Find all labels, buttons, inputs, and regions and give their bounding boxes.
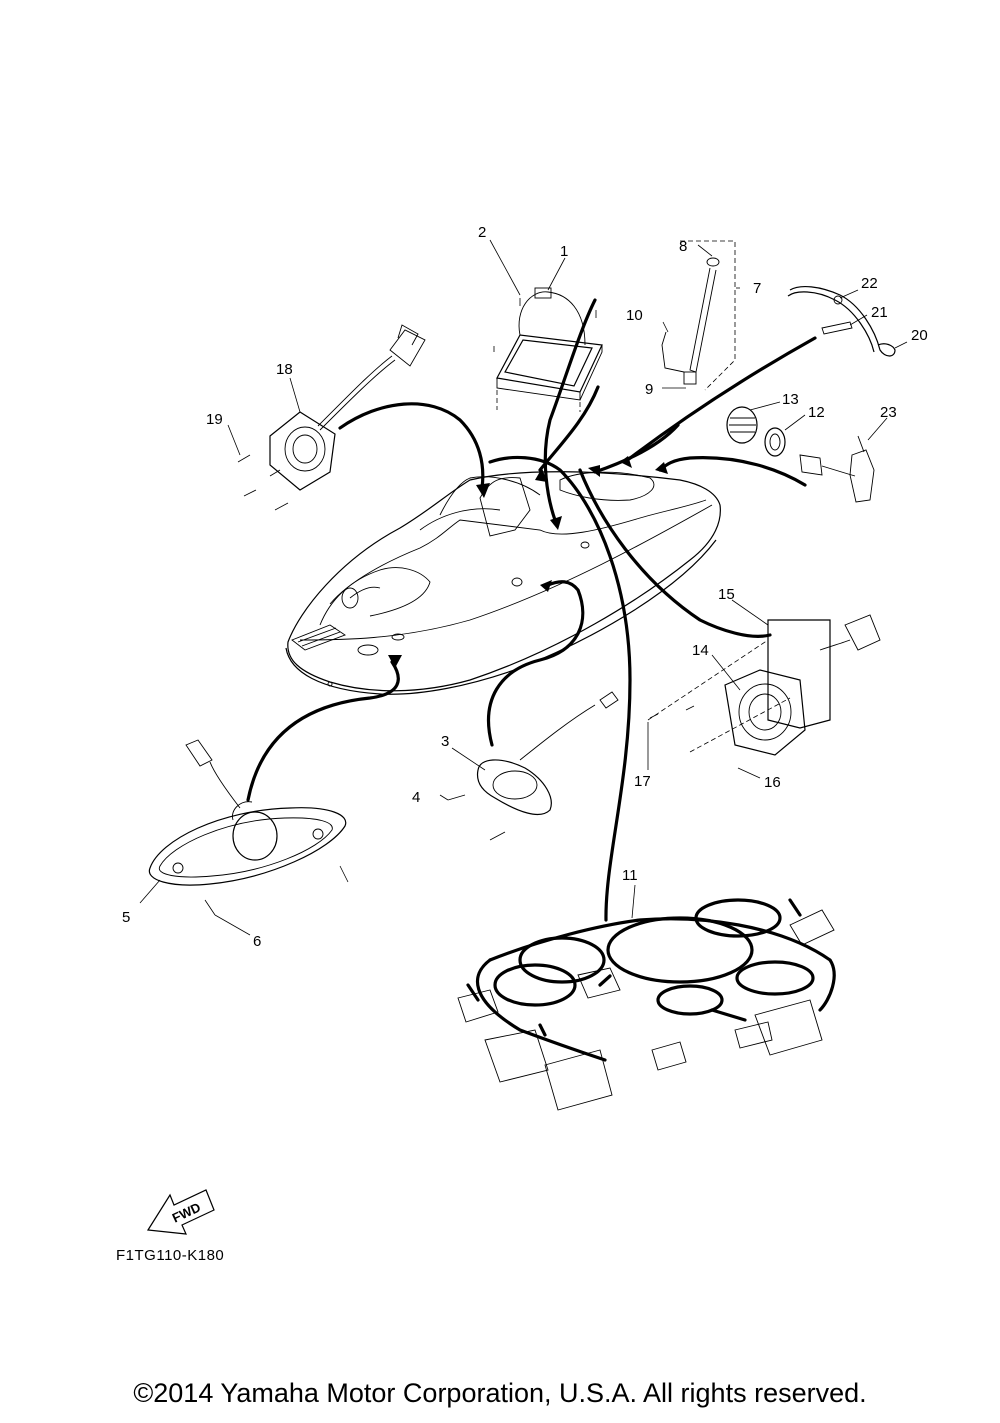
callout-14: 14 (692, 642, 709, 659)
callout-1: 1 (560, 243, 568, 260)
grommets (726, 406, 786, 457)
callout-15: 15 (718, 586, 735, 603)
callout-5: 5 (122, 909, 130, 926)
callout-11: 11 (622, 867, 638, 884)
callout-13: 13 (782, 391, 799, 408)
battery-box (493, 287, 603, 412)
callout-10: 10 (626, 307, 643, 324)
callout-2: 2 (478, 224, 486, 241)
copyright-notice: ©2014 Yamaha Motor Corporation, U.S.A. A… (133, 1378, 867, 1408)
wire-harness (457, 898, 836, 1111)
routing-arrows (246, 298, 817, 922)
handrail (787, 285, 896, 357)
fwd-arrow: FWD (146, 1189, 215, 1235)
vent-assembly (661, 240, 736, 391)
callout-9: 9 (645, 381, 653, 398)
speaker-small (447, 691, 619, 841)
callout-7: 7 (753, 280, 761, 297)
callout-23: 23 (880, 404, 897, 421)
callout-leaders (139, 239, 908, 936)
callout-18: 18 (276, 361, 293, 378)
callout-22: 22 (861, 275, 878, 292)
callout-21: 21 (871, 304, 888, 321)
callout-4: 4 (412, 789, 420, 806)
speaker-right (647, 614, 881, 756)
callout-8: 8 (679, 238, 687, 255)
callout-17: 17 (634, 773, 651, 790)
callout-20: 20 (911, 327, 928, 344)
callout-6: 6 (253, 933, 261, 950)
callout-12: 12 (808, 404, 825, 421)
courtesy-light (148, 739, 349, 916)
diagram-code: F1TG110-K180 (116, 1247, 225, 1264)
speaker-left (237, 324, 426, 511)
callout-labels: 1 2 3 4 5 6 7 8 9 10 11 12 13 14 15 16 1… (122, 224, 928, 950)
callout-3: 3 (441, 733, 449, 750)
boat-hull (285, 471, 721, 695)
sensor (799, 435, 875, 503)
callout-16: 16 (764, 774, 781, 791)
callout-19: 19 (206, 411, 223, 428)
fwd-label: FWD (170, 1200, 203, 1226)
